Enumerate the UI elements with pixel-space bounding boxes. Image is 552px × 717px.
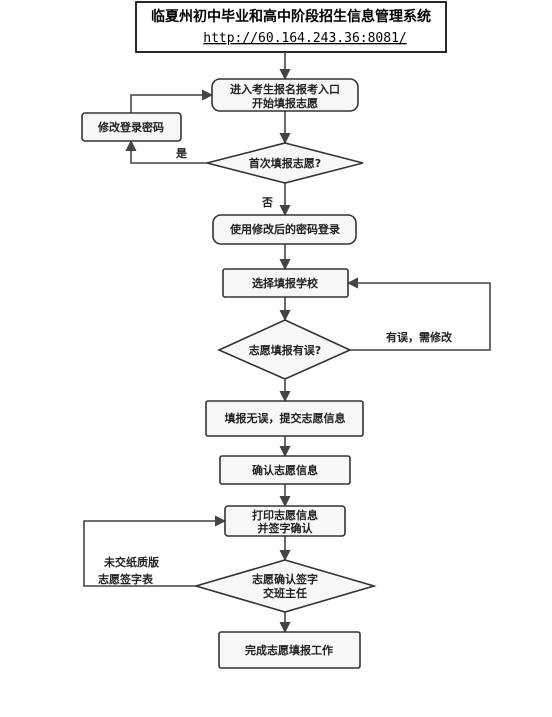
label-yes: 是 [175,147,188,160]
system-title: 临夏州初中毕业和高中阶段招生信息管理系统 [151,8,431,25]
node-submit-to-teacher: 志愿确认签字 交班主任 [193,559,377,613]
svg-text:交班主任: 交班主任 [263,586,307,600]
svg-text:首次填报志愿?: 首次填报志愿? [249,156,321,170]
svg-text:志愿确认签字: 志愿确认签字 [252,572,318,586]
edge-paper-form-loop [83,515,227,587]
svg-text:使用修改后的密码登录: 使用修改后的密码登录 [229,222,340,236]
svg-text:选择填报学校: 选择填报学校 [252,276,319,290]
node-error-check: 志愿填报有误? [217,319,352,380]
node-entry: 进入考生报名报考入口 开始填报志愿 [211,78,359,112]
node-modify-password: 修改登录密码 [81,112,182,142]
edges [83,52,491,634]
svg-text:进入考生报名报考入口: 进入考生报名报考入口 [230,82,340,96]
edge-error-loop [346,277,491,351]
svg-text:确认志愿信息: 确认志愿信息 [252,463,318,477]
svg-text:修改登录密码: 修改登录密码 [97,120,164,134]
svg-text:并签字确认: 并签字确认 [258,521,314,535]
label-no-paper-form-1: 未交纸质版 [103,555,159,569]
svg-text:开始填报志愿: 开始填报志愿 [252,96,318,110]
system-title-box: 临夏州初中毕业和高中阶段招生信息管理系统 http://60.164.243.3… [135,1,447,53]
label-no: 否 [261,196,273,209]
node-choose-school: 选择填报学校 [222,268,349,298]
svg-text:志愿填报有误?: 志愿填报有误? [249,343,321,357]
node-finish: 完成志愿填报工作 [218,631,361,669]
label-has-error: 有误，需修改 [386,330,453,344]
label-no-paper-form-2: 志愿签字表 [98,572,154,586]
edge-first-check-yes [125,139,207,164]
svg-text:打印志愿信息: 打印志愿信息 [252,508,318,522]
node-first-fill-check: 首次填报志愿? [206,142,364,184]
svg-text:完成志愿填报工作: 完成志愿填报工作 [245,643,333,657]
svg-text:填报无误，提交志愿信息: 填报无误，提交志愿信息 [225,411,346,425]
node-confirm-info: 确认志愿信息 [219,455,351,485]
node-submit-info: 填报无误，提交志愿信息 [205,400,364,437]
node-print-sign: 打印志愿信息 并签字确认 [224,505,346,537]
edge-modify-to-entry [130,89,214,113]
node-login-new-password: 使用修改后的密码登录 [212,214,357,245]
system-url: http://60.164.243.36:8081/ [203,31,407,46]
